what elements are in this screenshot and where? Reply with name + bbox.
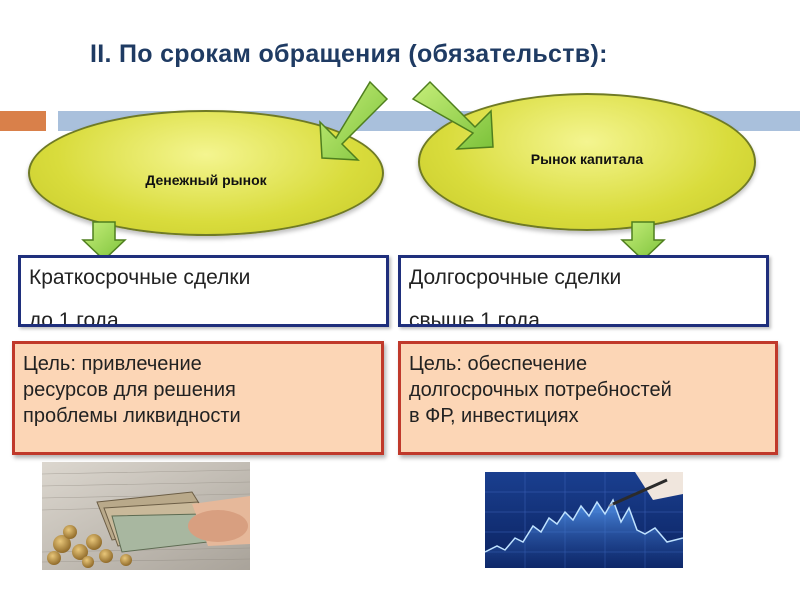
capital-market-goal-line: долгосрочных потребностей [409,377,767,403]
short-term-deals-line1: Краткосрочные сделки [29,266,250,290]
money-photo [42,462,250,570]
stock-chart-photo [485,472,683,568]
long-term-deals-line1: Долгосрочные сделки [409,266,621,290]
money-market-goal-line: ресурсов для решения [23,377,373,403]
capital-market-goal-line: в ФР, инвестициях [409,403,767,429]
long-term-deals-line2: свыше 1 года [409,309,540,327]
capital-market-goal-box: Цель: обеспечение долгосрочных потребнос… [398,341,778,455]
capital-market-goal-line: Цель: обеспечение [409,351,767,377]
short-term-deals-line2: до 1 года [29,309,119,327]
money-market-goal-line: Цель: привлечение [23,351,373,377]
short-term-deals-box: Краткосрочные сделки до 1 года [18,255,389,327]
money-market-goal-line: проблемы ликвидности [23,403,373,429]
long-term-deals-box: Долгосрочные сделки свыше 1 года [398,255,769,327]
arrow-down-left-icon [320,82,387,160]
money-market-goal-box: Цель: привлечение ресурсов для решения п… [12,341,384,455]
arrow-down-right-icon [413,82,493,149]
